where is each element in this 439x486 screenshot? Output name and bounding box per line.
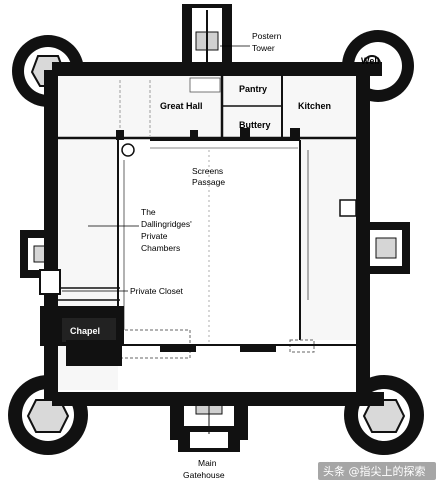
label-chambers: Chambers	[141, 243, 180, 253]
label-the: The	[141, 207, 156, 217]
label-private-chambers: The Dallingridges' Private Chambers	[88, 207, 192, 253]
label-screens: Screens	[192, 166, 223, 176]
label-private-closet-group: Private Closet	[62, 286, 184, 296]
north-range	[58, 76, 356, 157]
label-postern: Postern	[252, 31, 282, 41]
label-well: Well	[361, 56, 379, 66]
label-buttery: Buttery	[239, 120, 271, 130]
label-private-closet: Private Closet	[130, 286, 184, 296]
south-range	[120, 344, 356, 352]
screens-passage-corridor	[150, 139, 300, 345]
label-private: Private	[141, 231, 168, 241]
label-postern-tower: Postern Tower	[220, 31, 282, 53]
label-chapel: Chapel	[70, 326, 100, 336]
label-dallingridges: Dallingridges'	[141, 219, 192, 229]
label-tower: Tower	[252, 43, 275, 53]
label-passage: Passage	[192, 177, 225, 187]
watermark-bg	[318, 462, 436, 480]
chapel-block	[40, 306, 124, 366]
label-pantry: Pantry	[239, 84, 267, 94]
label-gatehouse: Gatehouse	[183, 470, 225, 480]
label-great-hall: Great Hall	[160, 101, 203, 111]
east-range	[289, 140, 357, 353]
watermark: 头条 @指尖上的探索	[323, 464, 426, 478]
label-main: Main	[198, 458, 217, 468]
label-kitchen: Kitchen	[298, 101, 331, 111]
